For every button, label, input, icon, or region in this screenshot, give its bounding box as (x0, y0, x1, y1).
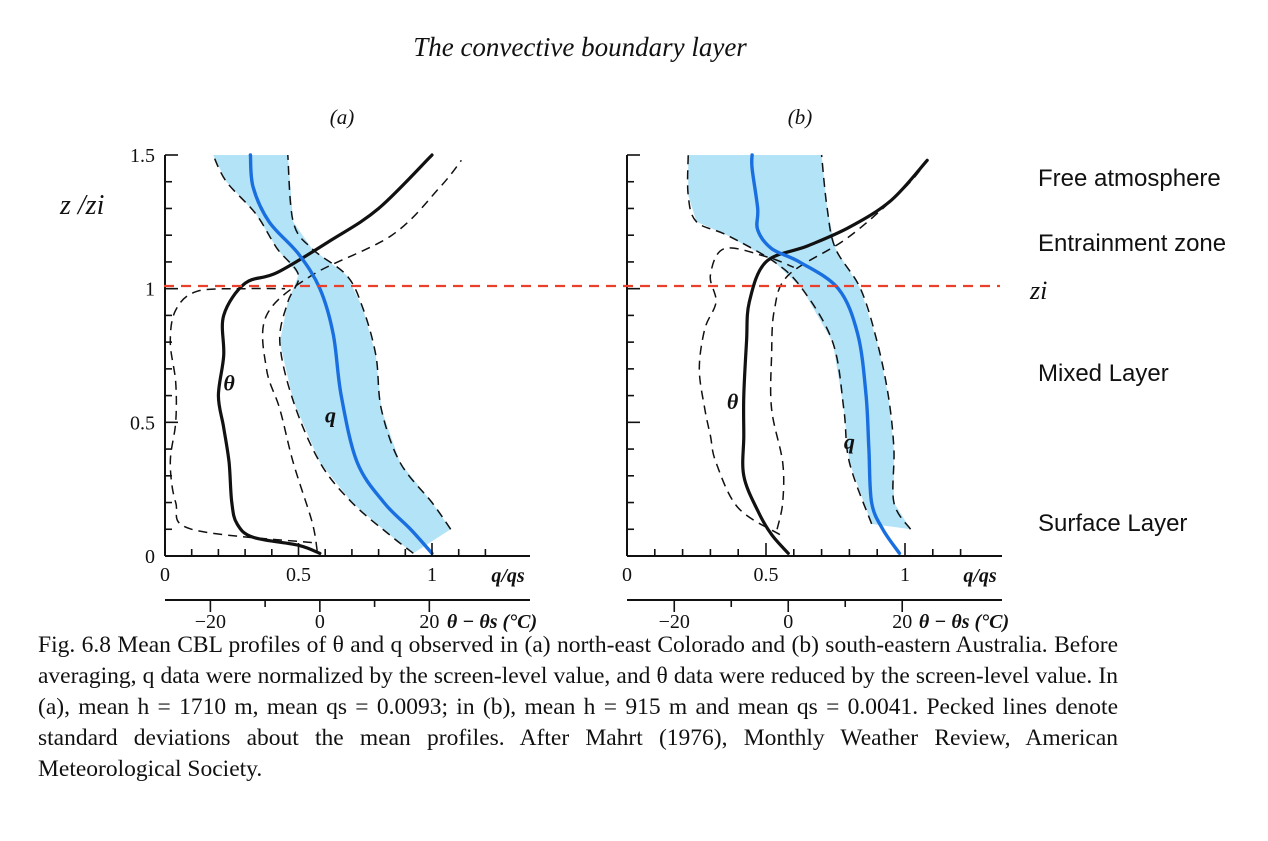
theta-tick-label: 0 (783, 611, 793, 633)
region-label-free-atmosphere: Free atmosphere (1038, 165, 1221, 192)
deviation-curve-theta-left (698, 247, 795, 536)
q-axis-label: q/qs (963, 565, 997, 587)
page-title: The convective boundary layer (413, 32, 747, 62)
y-tick-label: 0 (145, 546, 155, 568)
panel-a: (a) θ q 0 0.5 1 1.5 0 0.5 1 q/qs −20 0 20 θ − θs (°C) (130, 105, 537, 633)
deviation-curve-theta-right (261, 159, 462, 551)
q-tick-label: 0.5 (754, 564, 779, 586)
region-label-entrainment-zone: Entrainment zone (1038, 230, 1226, 257)
deviation-curve-q-right (820, 154, 912, 530)
theta-tick-label: −20 (195, 611, 226, 633)
caption-fig-label: Fig. 6.8 (38, 632, 111, 658)
q-deviation-band (213, 155, 451, 554)
region-label-mixed-layer: Mixed Layer (1038, 360, 1169, 387)
q-tick-label: 0 (160, 564, 170, 586)
zi-label: zi (1029, 276, 1047, 305)
caption-text: Mean CBL profiles of θ and q observed in… (38, 632, 1119, 782)
theta-profile-line (216, 153, 434, 555)
theta-tick-label: 20 (892, 611, 912, 633)
theta-axis-label: θ − θs (°C) (447, 611, 537, 633)
panel-label: (b) (788, 105, 813, 129)
q-deviation-band (688, 155, 911, 530)
series-label: q (844, 429, 855, 454)
theta-axis-label: θ − θs (°C) (919, 611, 1009, 633)
series-label: q (325, 402, 336, 427)
q-profile-line (750, 153, 902, 556)
region-label-surface-layer: Surface Layer (1038, 510, 1187, 537)
figure-caption: Fig. 6.8 Mean CBL profiles of θ and q ob… (38, 630, 1118, 785)
y-axis-label: z /zi (59, 190, 104, 221)
deviation-curve-theta-left (169, 287, 312, 544)
panel-label: (a) (330, 105, 355, 129)
y-tick-label: 1 (145, 279, 155, 301)
q-tick-label: 1 (427, 564, 437, 586)
theta-tick-label: 0 (315, 611, 325, 633)
y-tick-label: 1.5 (130, 145, 155, 167)
series-label: θ (223, 370, 235, 395)
theta-tick-label: 20 (419, 611, 439, 633)
y-tick-label: 0.5 (130, 412, 155, 434)
panel-b: (b) θ q 0 0.5 1 q/qs −20 0 20 θ − θs (°C) (622, 105, 1009, 633)
q-tick-label: 0 (622, 564, 632, 586)
theta-tick-label: −20 (659, 611, 690, 633)
q-axis-label: q/qs (491, 565, 525, 587)
q-profile-line (248, 153, 434, 556)
deviation-curve-q-left (212, 154, 414, 554)
theta-profile-line (741, 158, 929, 555)
q-tick-label: 1 (900, 564, 910, 586)
q-tick-label: 0.5 (286, 564, 311, 586)
series-label: θ (727, 389, 739, 414)
